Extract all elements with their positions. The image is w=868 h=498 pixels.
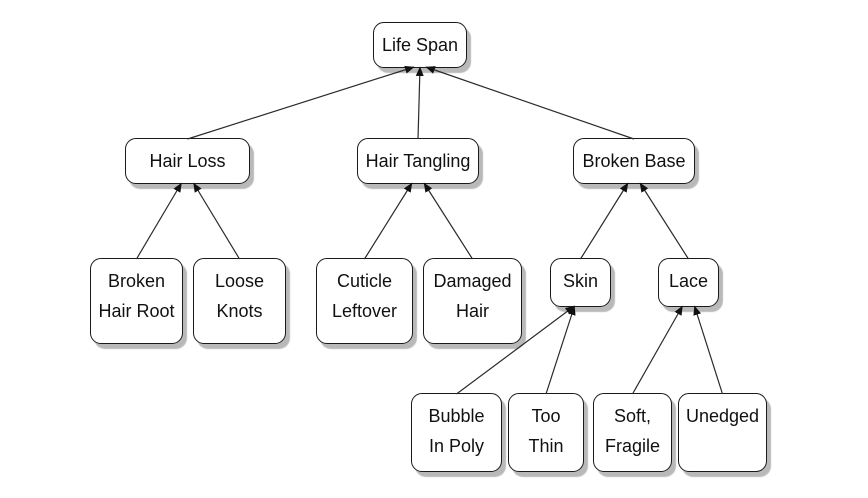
node-unedged: Unedged [678, 393, 767, 472]
node-bubble-in-poly: Bubble In Poly [411, 393, 502, 472]
node-hair-loss: Hair Loss [125, 138, 250, 184]
node-damaged-hair: Damaged Hair [423, 258, 522, 344]
node-lace: Lace [658, 258, 719, 307]
node-broken-hair-root: Broken Hair Root [90, 258, 183, 344]
node-hair-tangling: Hair Tangling [357, 138, 479, 184]
node-skin: Skin [550, 258, 611, 307]
node-cuticle-leftover: Cuticle Leftover [316, 258, 413, 344]
node-broken-base: Broken Base [573, 138, 695, 184]
node-soft-fragile: Soft, Fragile [593, 393, 672, 472]
node-too-thin: Too Thin [508, 393, 584, 472]
node-life-span: Life Span [373, 22, 467, 68]
node-loose-knots: Loose Knots [193, 258, 286, 344]
